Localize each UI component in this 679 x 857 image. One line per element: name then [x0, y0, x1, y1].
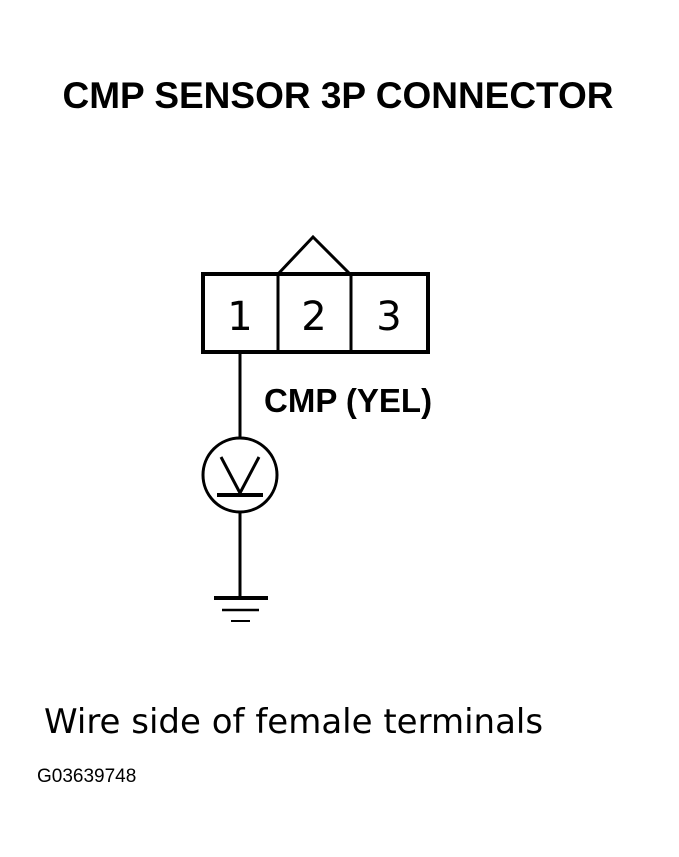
ground-icon	[214, 596, 268, 622]
connector-body	[201, 272, 430, 354]
voltmeter-icon	[201, 436, 279, 514]
connector-lock-tab	[277, 234, 351, 275]
figure-id: G03639748	[37, 766, 136, 787]
connector-pin-2: 2	[301, 294, 326, 340]
connector-pin-3: 3	[376, 294, 401, 340]
connector-pin-1: 1	[227, 294, 252, 340]
diagram-title: CMP SENSOR 3P CONNECTOR	[62, 75, 613, 116]
caption: Wire side of female terminals	[44, 702, 543, 742]
wire-label: CMP (YEL)	[264, 382, 432, 419]
